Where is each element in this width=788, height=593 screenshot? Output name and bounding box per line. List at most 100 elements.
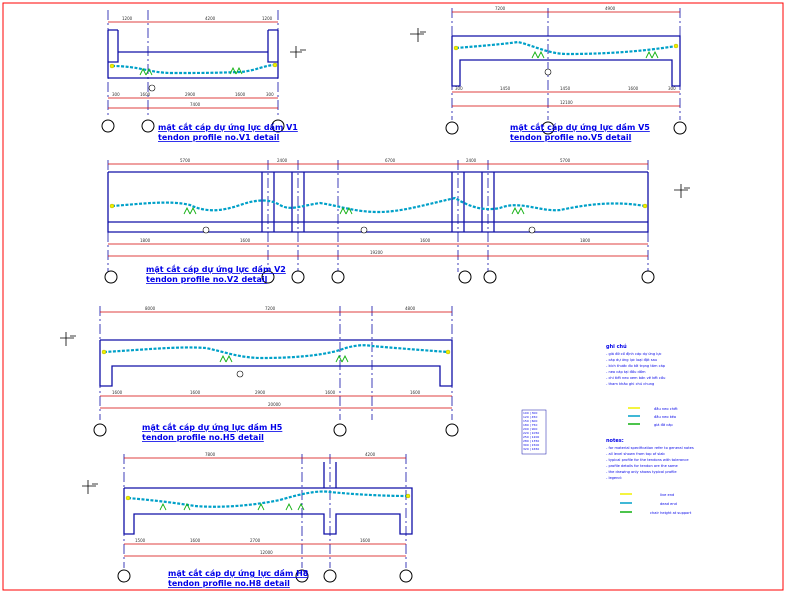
grid-bubble xyxy=(271,119,285,133)
dimension-value: 1800 xyxy=(580,238,591,243)
tendon-profile xyxy=(103,344,449,360)
grid-bubble xyxy=(445,423,459,437)
grid-bubble xyxy=(291,270,305,284)
dimension-value: 1600 xyxy=(360,538,371,543)
legend-label: live end xyxy=(660,493,674,497)
dimension-set-d1: 1200 4200 1200 xyxy=(122,16,273,21)
detail-title-vi: mặt cắt cáp dự ứng lực dầm V5 xyxy=(510,122,650,132)
table-row: 120 | 450 xyxy=(523,415,537,419)
grid-bubble xyxy=(483,270,497,284)
dimension-value: 1500 xyxy=(135,538,146,543)
detail-v2: 5700 2400 6700 2400 5700 1800 1600 1600 … xyxy=(104,158,690,284)
grid-bubble xyxy=(445,121,459,135)
dead-end-anchor xyxy=(405,493,411,499)
dimension-value: 4200 xyxy=(365,452,376,457)
beam-outline xyxy=(107,29,279,79)
tendon-height-table: 100 | 300 120 | 450 150 | 600 180 | 750 … xyxy=(521,409,547,455)
dimension-value: 4200 xyxy=(205,16,216,21)
note-line: - profile details for tendon are the sam… xyxy=(606,464,678,468)
beam-outline xyxy=(99,339,453,387)
dimension-set-d2a: 5700 2400 6700 2400 5700 xyxy=(180,158,571,163)
tendon-chairs xyxy=(219,354,349,363)
beam-outline xyxy=(107,171,649,233)
dimension-value: 2700 xyxy=(250,538,261,543)
dimension-value: 2900 xyxy=(185,92,196,97)
note-line: - typical profile for the tendons with t… xyxy=(606,458,689,462)
grid-bubble xyxy=(331,270,345,284)
dimension-value: 1200 xyxy=(262,16,273,21)
tendon-profile xyxy=(127,490,409,508)
legend-label: dead end xyxy=(660,502,677,506)
detail-title-en: tendon profile no.V1 detail xyxy=(158,133,280,142)
dimension-value: 7400 xyxy=(190,102,201,107)
table-row: 320 | 1650 xyxy=(523,447,539,451)
dimension-value: 5700 xyxy=(180,158,191,163)
dimension-value: 1600 xyxy=(140,92,151,97)
tendon-chairs xyxy=(159,502,305,511)
notes-heading: ghi chú xyxy=(606,343,627,350)
dimension-value: 12100 xyxy=(560,100,573,105)
dimension-set-d5b: 300 1450 1450 1600 300 xyxy=(455,86,676,91)
detail-title-vi: mặt cắt cáp dự ứng lực dầm V2 xyxy=(146,264,286,274)
grid-bubble xyxy=(117,569,131,583)
dimension-value: 1600 xyxy=(420,238,431,243)
note-line: - kích thước đo tới trọng tâm cáp xyxy=(606,364,666,368)
dimension-value: 8000 xyxy=(145,306,156,311)
table-row: 300 | 1500 xyxy=(523,443,539,447)
dimension-value: 300 xyxy=(668,86,676,91)
note-line: - neo cáp tại đầu dầm xyxy=(606,370,646,374)
dead-end-anchor xyxy=(272,62,278,68)
table-row: 280 | 1350 xyxy=(523,439,539,443)
beam-outline xyxy=(123,462,413,535)
dimension-value: 1450 xyxy=(500,86,511,91)
note-line: - tham khảo ghi chú chung xyxy=(606,382,654,386)
section-cut-icon xyxy=(82,480,98,494)
live-end-anchor xyxy=(125,495,131,501)
grid-bubble xyxy=(101,119,115,133)
dimension-value: 1600 xyxy=(240,238,251,243)
notes-heading-en: notes: xyxy=(606,438,624,444)
detail-title-en: tendon profile no.H5 detail xyxy=(142,433,264,442)
dimension-set-dh5b: 1600 1600 2900 1600 1600 xyxy=(112,390,421,395)
dimension-value: 4900 xyxy=(605,6,616,11)
dimension-value: 300 xyxy=(112,92,120,97)
section-marker xyxy=(528,226,536,234)
note-line: - for material specification refer to ge… xyxy=(606,446,694,450)
dimension-value: 300 xyxy=(455,86,463,91)
dimension-value: 5700 xyxy=(560,158,571,163)
dimension-set-dh8b: 1500 1600 2700 1600 xyxy=(135,538,371,543)
grid-bubble xyxy=(295,569,309,583)
note-line: - chi tiết neo xem bản vẽ kết cấu xyxy=(606,376,665,380)
dimension-value: 7200 xyxy=(495,6,506,11)
note-line: - giá đỡ cố định cáp dự ứng lực xyxy=(606,352,662,356)
dimension-value: 12000 xyxy=(260,550,273,555)
dimension-set-d2b: 1800 1600 1600 1800 xyxy=(140,238,591,243)
detail-title-vi: mặt cắt cáp dự ứng lực dầm H5 xyxy=(142,422,283,432)
grid-bubble xyxy=(399,569,413,583)
grid-bubble xyxy=(104,270,118,284)
grid-bubble xyxy=(641,270,655,284)
dimension-set-dh8a: 7800 4200 xyxy=(205,452,376,457)
dimension-value: 1200 xyxy=(122,16,133,21)
grid-bubble xyxy=(673,121,687,135)
detail-title-en: tendon profile no.V5 detail xyxy=(510,133,632,142)
table-rows: 100 | 300 120 | 450 150 | 600 180 | 750 … xyxy=(523,411,539,451)
tendon-profile xyxy=(455,40,677,56)
dimension-value: 1800 xyxy=(140,238,151,243)
dimension-value: 1600 xyxy=(410,390,421,395)
grid-bubble xyxy=(458,270,472,284)
grid-bubble xyxy=(541,121,555,135)
section-marker xyxy=(360,226,368,234)
legend-label: giá đỡ cáp xyxy=(654,423,673,427)
detail-title-vi: mặt cắt cáp dự ứng lực dầm V1 xyxy=(158,122,298,132)
note-line: - legend: xyxy=(606,476,622,480)
live-end-anchor xyxy=(453,45,459,51)
detail-title-en: tendon profile no.H8 detail xyxy=(168,579,290,588)
dimension-value: 6700 xyxy=(385,158,396,163)
grid-bubble xyxy=(141,119,155,133)
dimension-value: 7800 xyxy=(205,452,216,457)
dimension-value: 300 xyxy=(266,92,274,97)
dead-end-anchor xyxy=(642,203,648,209)
